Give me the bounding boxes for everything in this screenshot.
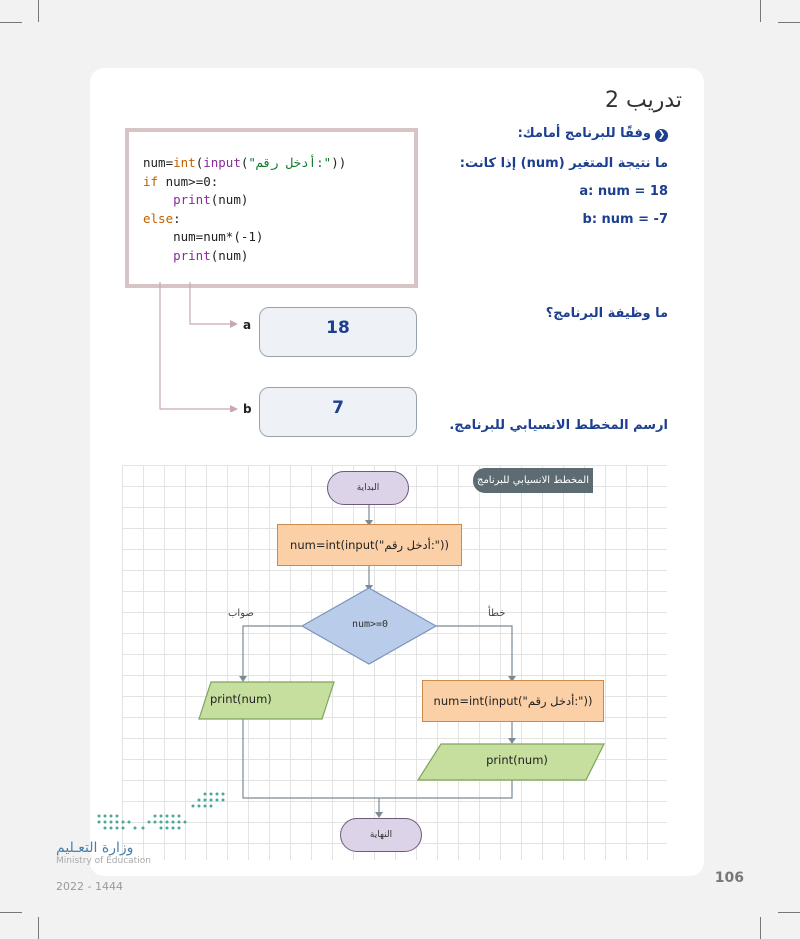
code-box: num=int(input("أدخل رقم:")) if num>=0: p…	[125, 128, 418, 288]
crop-mark	[38, 0, 39, 22]
question-flowchart: ارسم المخطط الانسيابي للبرنامج.	[449, 418, 668, 433]
question-function: ما وظيفة البرنامج؟	[545, 306, 668, 321]
case-a-text: a: num = 18	[579, 184, 668, 199]
answer-b-label: b	[243, 402, 252, 416]
exercise-title: تدريب 2	[604, 88, 682, 113]
true-output-parallelogram	[198, 681, 335, 720]
crop-mark	[0, 22, 22, 23]
answer-b-value: 7	[332, 398, 344, 418]
true-branch-label: صواب	[228, 608, 254, 619]
false-branch-label: خطأ	[488, 608, 506, 619]
true-output-text: print(num)	[210, 692, 272, 706]
condition-diamond	[300, 587, 438, 665]
answer-b-box: 7	[259, 387, 417, 437]
chevron-icon: ❮	[655, 129, 668, 142]
case-b-text: b: num = -7	[582, 212, 668, 227]
answer-connectors	[159, 282, 238, 412]
answer-a-label: a	[243, 318, 252, 332]
page-number: 106	[714, 870, 744, 886]
code-listing: num=int(input("أدخل رقم:")) if num>=0: p…	[143, 155, 347, 263]
crop-mark	[778, 22, 800, 23]
flowchart-start: البداية	[327, 471, 409, 505]
flowchart-false-process: num=int(input("أدخل رقم:"))	[422, 680, 604, 722]
flowchart-end: النهاية	[340, 818, 422, 852]
flowchart-input: num=int(input("أدخل رقم:"))	[277, 524, 462, 566]
crop-mark	[760, 0, 761, 22]
false-output-parallelogram	[416, 743, 605, 781]
answer-a-box: 18	[259, 307, 417, 357]
answer-a-value: 18	[326, 318, 350, 338]
instruction-line-1: ❮وفقًا للبرنامج أمامك:	[518, 126, 668, 142]
false-output-text: print(num)	[486, 753, 548, 767]
crop-mark	[38, 917, 39, 939]
instruction-line-2: ما نتيجة المتغير (num) إذا كانت:	[459, 156, 668, 171]
flowchart-tag: المخطط الانسيابي للبرنامج	[473, 468, 593, 493]
edition-year: 2022 - 1444	[56, 880, 123, 893]
crop-mark	[0, 912, 22, 913]
ministry-name-en: Ministry of Education	[56, 856, 151, 866]
crop-mark	[778, 912, 800, 913]
crop-mark	[760, 917, 761, 939]
ministry-name-ar: وزارة التعـليم	[56, 840, 134, 856]
ministry-name: وزارة التعـليم Ministry of Education	[56, 840, 151, 866]
ministry-logo-icon	[97, 792, 225, 830]
condition-text: num>=0	[351, 619, 389, 630]
